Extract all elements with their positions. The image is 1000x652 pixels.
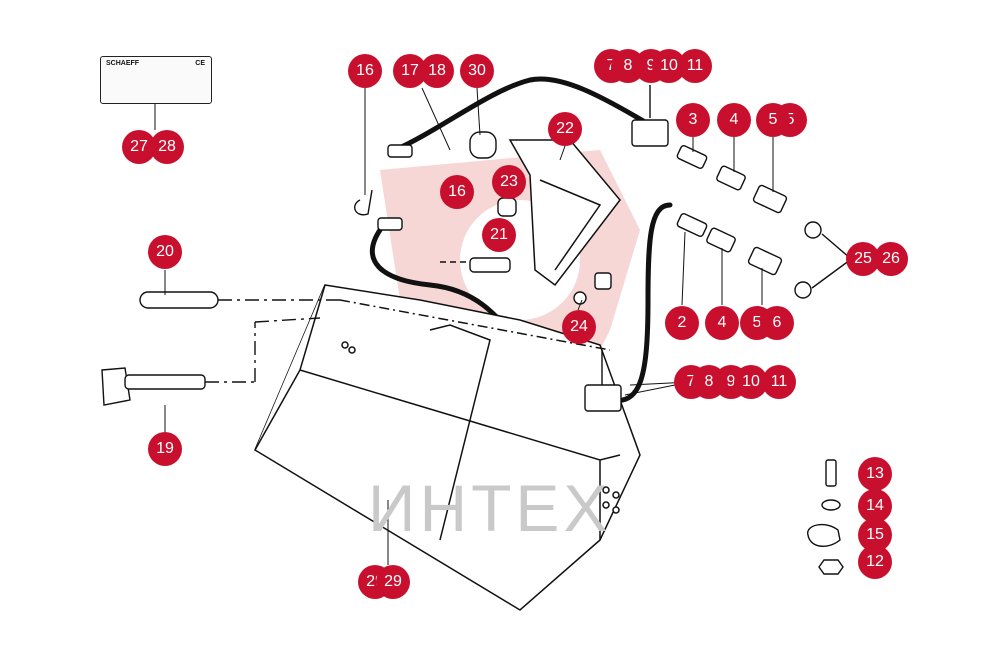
callout-24[interactable]: 24 <box>562 310 596 344</box>
callout-18[interactable]: 18 <box>420 54 454 88</box>
callout-2[interactable]: 2 <box>665 306 699 340</box>
callout-13[interactable]: 13 <box>858 457 892 491</box>
nameplate: SCHAEFF CE <box>100 56 212 104</box>
callout-16-second[interactable]: 16 <box>440 175 474 209</box>
callout-16[interactable]: 16 <box>348 54 382 88</box>
bucket <box>254 284 641 611</box>
components <box>101 85 851 575</box>
nameplate-ce-mark: CE <box>195 60 205 67</box>
callout-21[interactable]: 21 <box>482 218 516 252</box>
callout-19[interactable]: 19 <box>148 432 182 466</box>
nameplate-brand: SCHAEFF <box>106 60 140 67</box>
callout-14[interactable]: 14 <box>858 489 892 523</box>
leader-lines <box>154 87 774 565</box>
callout-23[interactable]: 23 <box>492 165 526 199</box>
callout-10[interactable]: 10 <box>652 49 686 83</box>
callout-3[interactable]: 3 <box>676 103 710 137</box>
callout-6[interactable]: 6 <box>760 306 794 340</box>
callout-22[interactable]: 22 <box>548 112 582 146</box>
callout-4-second[interactable]: 4 <box>705 306 739 340</box>
callout-30[interactable]: 30 <box>460 54 494 88</box>
callout-28[interactable]: 28 <box>150 130 184 164</box>
callout-4[interactable]: 4 <box>717 103 751 137</box>
callout-25[interactable]: 25 <box>846 242 880 276</box>
watermark-text: ИНТЕХ <box>368 471 612 545</box>
callout-12[interactable]: 12 <box>858 545 892 579</box>
callout-5[interactable]: 5 <box>756 103 790 137</box>
callout-20[interactable]: 20 <box>148 235 182 269</box>
callout-29[interactable]: 29 <box>376 565 410 599</box>
callout-10-second[interactable]: 10 <box>734 365 768 399</box>
